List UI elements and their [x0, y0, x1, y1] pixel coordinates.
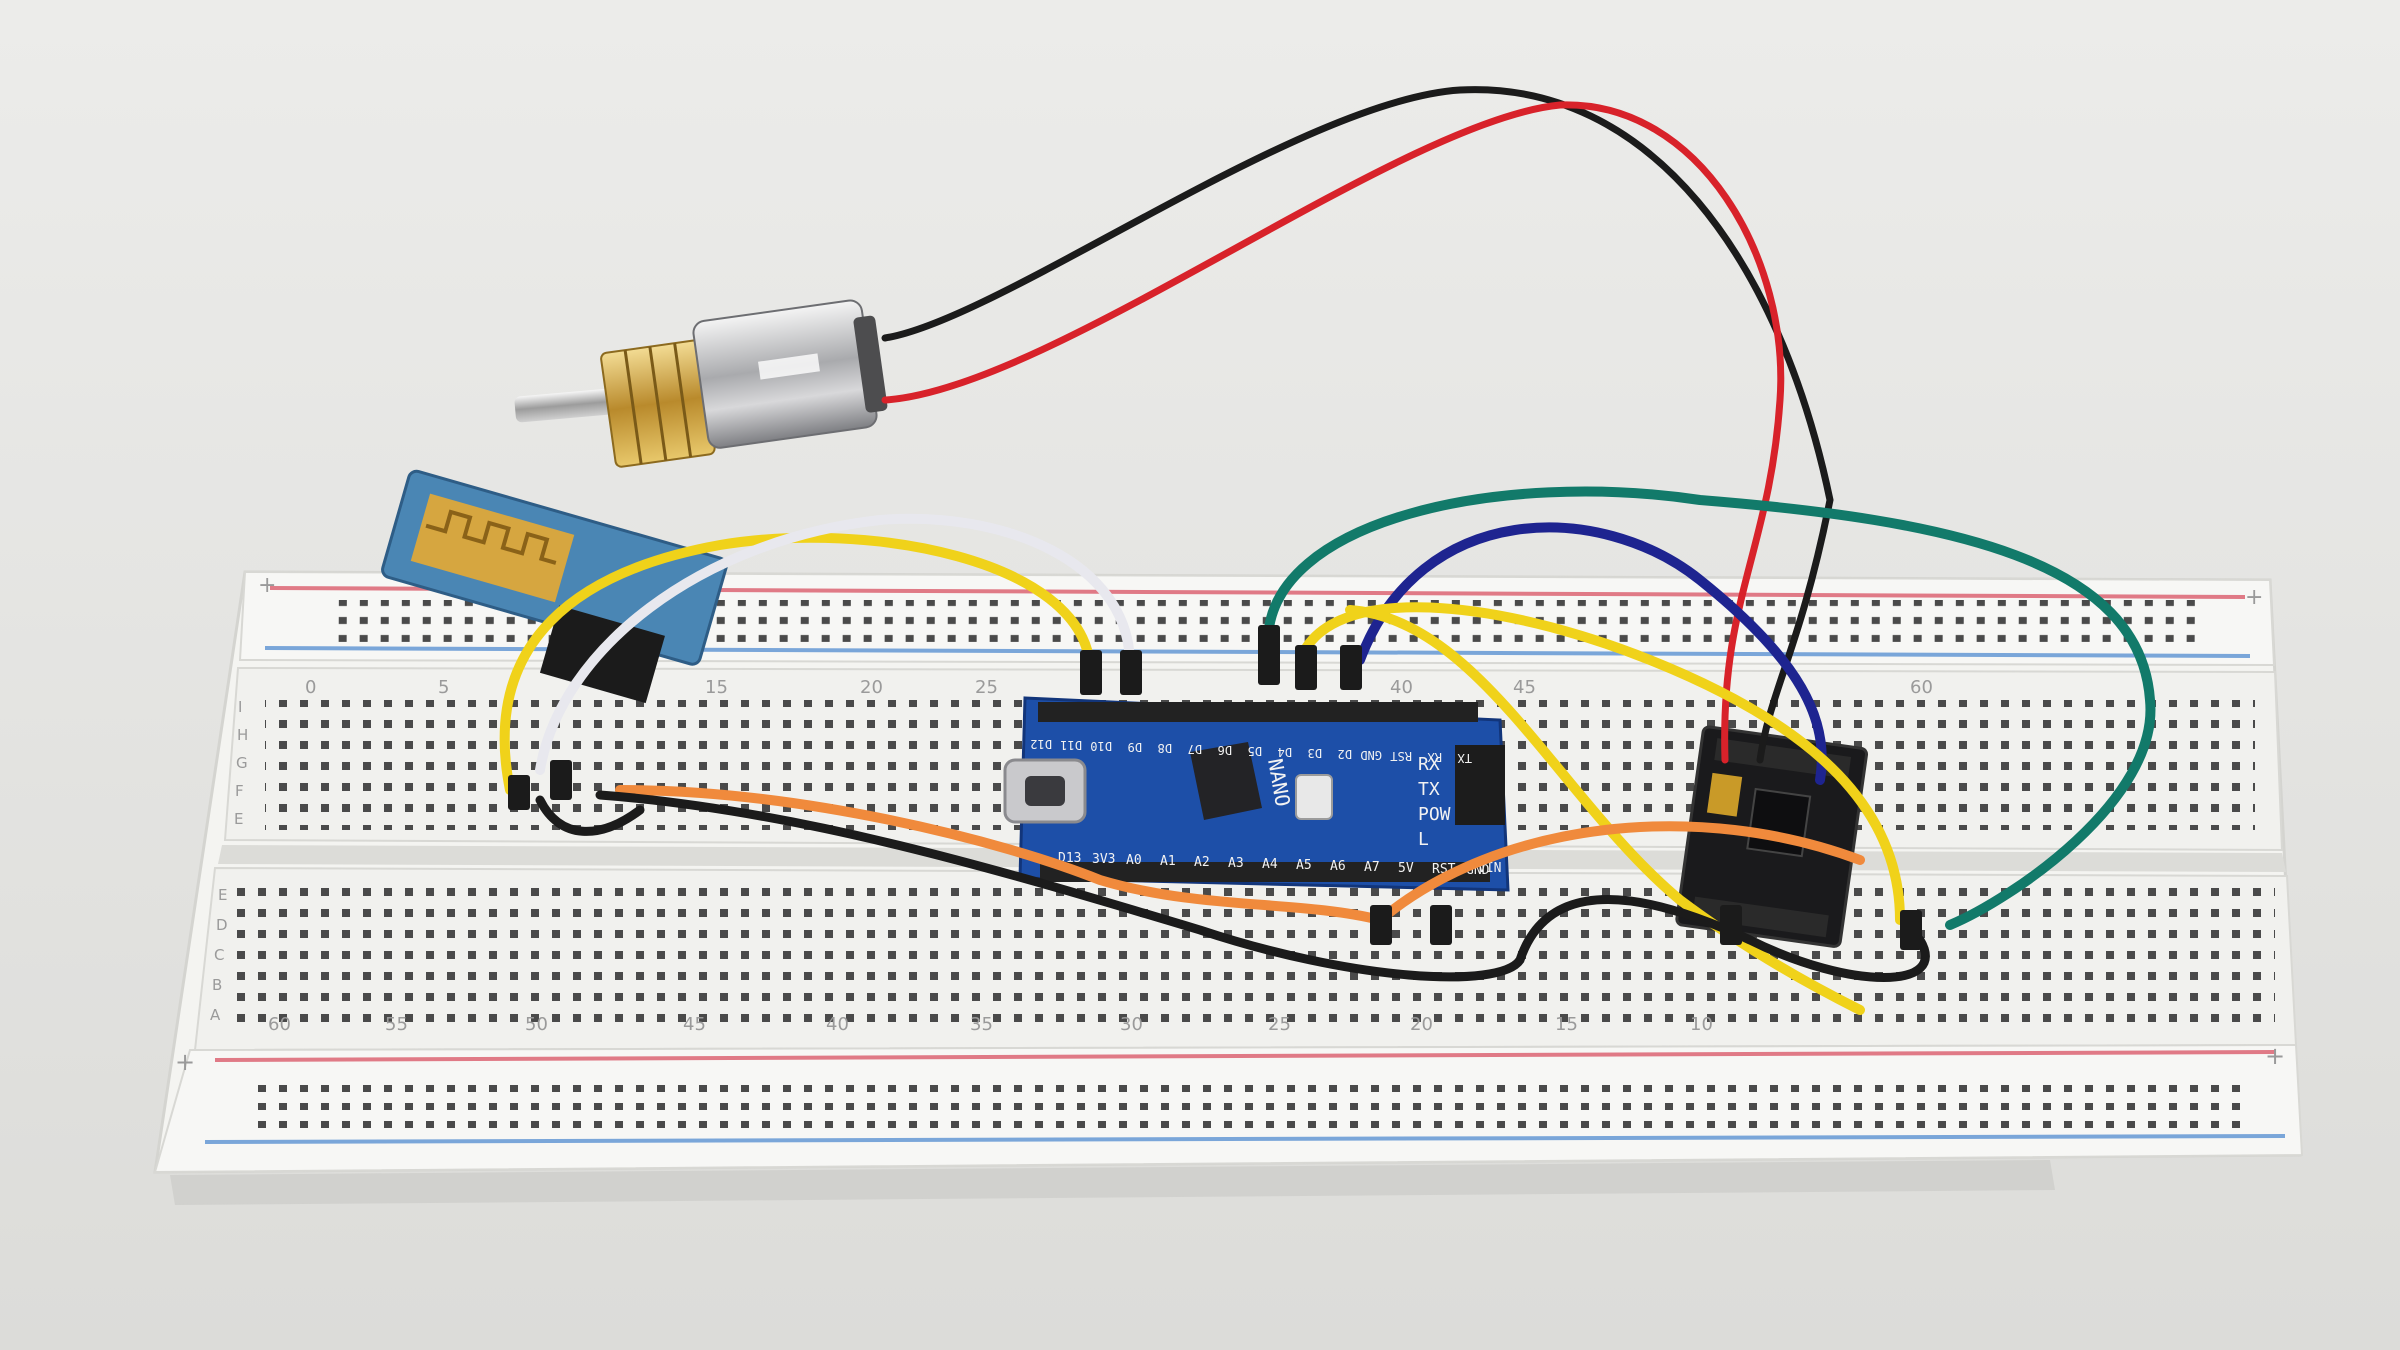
col-num: 25: [975, 677, 998, 698]
row-letter: H: [237, 726, 248, 744]
wire-orange: [615, 785, 1865, 926]
rail-plus-top-left: +: [258, 573, 276, 598]
wire-motor-black: [881, 86, 1834, 764]
pin-label: D9: [1128, 740, 1142, 754]
nano-top-pin-labels: D12 D11 D10 D9 D8 D7 D6 D5 D4 D3 D2 GND …: [1030, 737, 1472, 765]
col-num: 40: [1390, 677, 1413, 698]
row-letter: D: [216, 916, 228, 934]
col-num: 45: [1513, 677, 1536, 698]
row-letter: I: [238, 698, 242, 716]
col-num: 45: [683, 1014, 706, 1035]
col-num: 40: [826, 1014, 849, 1035]
row-letters-left: I H G F E E D C B A: [210, 698, 248, 1024]
col-num: 10: [1690, 1014, 1713, 1035]
col-num: 30: [1120, 1014, 1143, 1035]
pin-label: A6: [1330, 859, 1346, 874]
pin-label: D12: [1030, 737, 1052, 751]
wire-teal: [1263, 486, 2156, 930]
pin-label: D3: [1308, 746, 1322, 760]
pin-label: A0: [1126, 853, 1142, 868]
wire-white-bt: [535, 513, 1135, 775]
wire-connectors: [508, 625, 1922, 950]
col-num: 5: [438, 677, 449, 698]
pin-label: TX: [1457, 751, 1472, 765]
pin-label: GND: [1360, 748, 1382, 762]
nano-led-tx: TX: [1418, 779, 1440, 800]
bottom-column-numbers: 60 55 50 45 40 35 30 25 20 15 10: [268, 1014, 1713, 1035]
pin-label: D4: [1278, 745, 1292, 759]
col-num: 35: [970, 1014, 993, 1035]
rail-plus-bottom-right: +: [2265, 1042, 2285, 1070]
row-letter: C: [214, 946, 224, 964]
pin-label: 3V3: [1092, 852, 1115, 867]
col-num: 50: [525, 1014, 548, 1035]
row-letter: F: [235, 782, 244, 800]
pin-label: RST: [1390, 749, 1412, 763]
row-letter: E: [218, 886, 227, 904]
jumper-wires: [499, 86, 2156, 1015]
wire-yellow-cross: [1345, 605, 1865, 1015]
col-num: 25: [1268, 1014, 1291, 1035]
wire-yellow-bt: [499, 532, 1095, 795]
nano-led-rx: RX: [1418, 754, 1440, 775]
arduino-nano: NANO RX TX POW L D12 D11 D10 D9 D8 D7 D6…: [1003, 696, 1510, 892]
col-num: 15: [1555, 1014, 1578, 1035]
pin-label: D8: [1158, 741, 1172, 755]
top-column-numbers: 0 5 15 20 25 40 45 60: [305, 677, 1933, 698]
col-num: 15: [705, 677, 728, 698]
rail-plus-top-right: +: [2245, 585, 2263, 610]
pin-label: D11: [1060, 738, 1082, 752]
dc-gear-motor: [514, 299, 888, 468]
reset-button: [1295, 774, 1333, 820]
pin-label: D6: [1218, 743, 1232, 757]
col-num: 60: [268, 1014, 291, 1035]
row-letter: E: [234, 810, 243, 828]
pin-label: A5: [1296, 858, 1312, 873]
wire-black-long: [595, 790, 1930, 982]
row-letter: A: [210, 1006, 221, 1024]
pin-label: D7: [1188, 742, 1202, 756]
pin-label: D10: [1090, 739, 1112, 753]
pin-label: 5V: [1398, 861, 1414, 876]
nano-led-l: L: [1418, 829, 1429, 850]
wire-black-short: [535, 795, 645, 836]
atmega-chip: [1190, 742, 1262, 820]
row-letter: B: [212, 976, 222, 994]
pin-label: RX: [1427, 750, 1442, 764]
wire-navy: [1355, 522, 1827, 785]
col-num: 60: [1910, 677, 1933, 698]
col-num: 20: [1410, 1014, 1433, 1035]
pin-label: A2: [1194, 855, 1210, 870]
row-letter: G: [236, 754, 248, 772]
col-num: 0: [305, 677, 316, 698]
nano-bottom-pin-labels: D13 3V3 A0 A1 A2 A3 A4 A5 A6 A7 5V RST G…: [1058, 851, 1501, 878]
pin-label: A4: [1262, 857, 1278, 872]
pin-label: A1: [1160, 854, 1176, 869]
pin-label: A7: [1364, 860, 1380, 875]
col-num: 55: [385, 1014, 408, 1035]
pin-label: D5: [1248, 744, 1262, 758]
wire-motor-red: [881, 101, 1785, 764]
rail-plus-bottom-left: +: [175, 1048, 195, 1076]
col-num: 20: [860, 677, 883, 698]
breadboard: + + + + 0 5 15 20 25 40 45 60 60 55 50 4…: [153, 570, 2304, 1205]
pin-label: D2: [1338, 747, 1352, 761]
pin-label: A3: [1228, 856, 1244, 871]
nano-led-pow: POW: [1418, 804, 1451, 825]
motor-shaft: [514, 387, 626, 423]
